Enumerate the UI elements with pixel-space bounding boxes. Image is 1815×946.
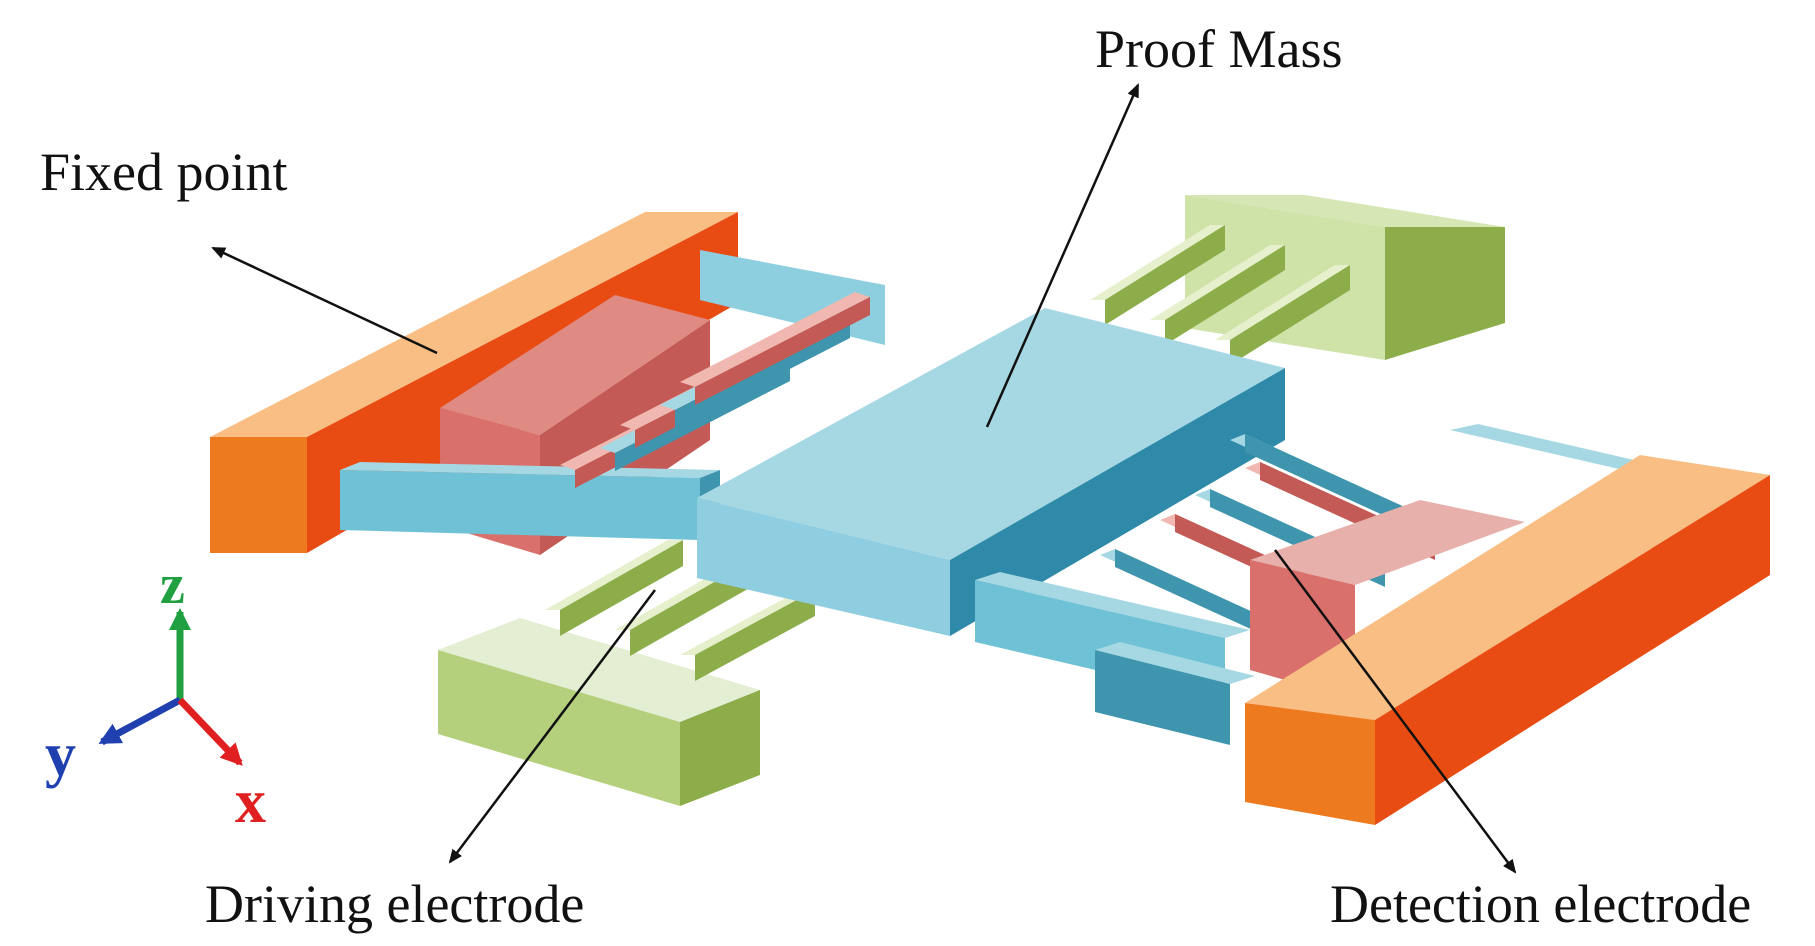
frame-right: [975, 424, 1660, 745]
proof-mass-leader: [985, 83, 1140, 428]
frame-left: [340, 250, 885, 540]
driving-electrode-leader: [448, 589, 656, 864]
z-axis-label: z: [160, 554, 185, 616]
fixed-point-leader: [211, 246, 438, 355]
driving-electrode-label: Driving electrode: [205, 874, 584, 934]
x-axis-label: x: [235, 768, 266, 836]
axis-triad: z y x: [45, 554, 266, 836]
proof-mass-label: Proof Mass: [1095, 19, 1343, 79]
sense-electrode-upper-right: [1090, 195, 1505, 365]
proof-mass: [697, 308, 1285, 636]
fixed-anchor-right: [1245, 455, 1770, 825]
y-axis-label: y: [45, 721, 76, 789]
drive-electrode-lower-left: [438, 540, 815, 806]
fixed-point-label: Fixed point: [40, 142, 288, 202]
detection-electrode-leader: [1273, 549, 1517, 874]
x-axis-arrow: [177, 697, 243, 766]
y-axis-arrow: [98, 696, 182, 746]
detection-electrode-label: Detection electrode: [1330, 874, 1751, 934]
